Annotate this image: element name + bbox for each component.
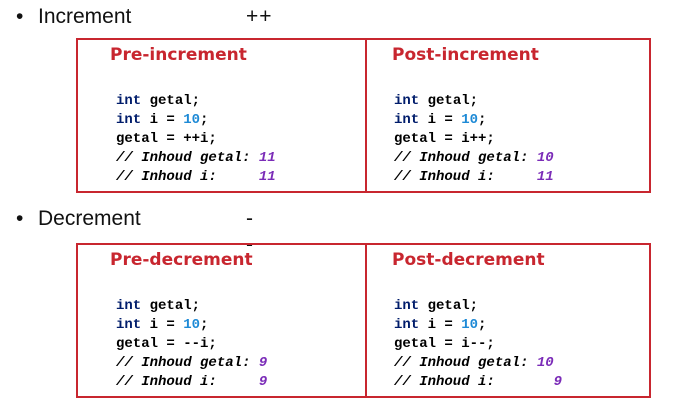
code-line-init: int i = 10; xyxy=(116,317,209,333)
code-line-assign: getal = i--; xyxy=(394,336,495,352)
operator-label: ++ xyxy=(246,5,273,28)
code-line-comment-getal: // Inhoud getal: 11 xyxy=(116,150,276,166)
post-decrement-column: Post-decrement int getal; int i = 10; ge… xyxy=(367,245,652,396)
code-line-init: int i = 10; xyxy=(394,112,487,128)
column-divider xyxy=(365,245,367,396)
code-line-declare: int getal; xyxy=(116,298,201,314)
code-line-declare: int getal; xyxy=(116,93,201,109)
code-line-comment-getal: // Inhoud getal: 10 xyxy=(394,355,554,371)
code-block: int getal; int i = 10; getal = --i; // I… xyxy=(116,297,267,392)
column-title: Post-increment xyxy=(392,45,539,65)
code-block: int getal; int i = 10; getal = i--; // I… xyxy=(394,297,562,392)
column-title: Pre-decrement xyxy=(110,250,253,270)
section-label: Increment xyxy=(38,5,132,28)
bullet-increment: • Increment ++ xyxy=(16,4,272,30)
code-line-comment-getal: // Inhoud getal: 10 xyxy=(394,150,554,166)
increment-table: Pre-increment int getal; int i = 10; get… xyxy=(76,38,651,193)
code-line-declare: int getal; xyxy=(394,93,479,109)
pre-decrement-column: Pre-decrement int getal; int i = 10; get… xyxy=(78,245,363,396)
code-line-comment-i: // Inhoud i: 9 xyxy=(116,374,268,390)
bullet-decrement: •Decrement -- xyxy=(16,206,253,256)
bullet-dot: • xyxy=(16,5,24,28)
code-line-init: int i = 10; xyxy=(394,317,487,333)
section-label: Decrement xyxy=(38,207,141,230)
column-title: Pre-increment xyxy=(110,45,247,65)
bullet-dot: • xyxy=(16,207,24,230)
code-block: int getal; int i = 10; getal = ++i; // I… xyxy=(116,92,276,187)
code-line-assign: getal = --i; xyxy=(116,336,217,352)
column-title: Post-decrement xyxy=(392,250,545,270)
decrement-table: Pre-decrement int getal; int i = 10; get… xyxy=(76,243,651,398)
code-line-comment-i: // Inhoud i: 11 xyxy=(394,169,554,185)
code-line-assign: getal = i++; xyxy=(394,131,495,147)
pre-increment-column: Pre-increment int getal; int i = 10; get… xyxy=(78,40,363,191)
post-increment-column: Post-increment int getal; int i = 10; ge… xyxy=(367,40,652,191)
code-block: int getal; int i = 10; getal = i++; // I… xyxy=(394,92,554,187)
code-line-declare: int getal; xyxy=(394,298,479,314)
code-line-assign: getal = ++i; xyxy=(116,131,217,147)
code-line-comment-i: // Inhoud i: 9 xyxy=(394,374,563,390)
code-line-comment-i: // Inhoud i: 11 xyxy=(116,169,276,185)
code-line-comment-getal: // Inhoud getal: 9 xyxy=(116,355,268,371)
column-divider xyxy=(365,40,367,191)
code-line-init: int i = 10; xyxy=(116,112,209,128)
